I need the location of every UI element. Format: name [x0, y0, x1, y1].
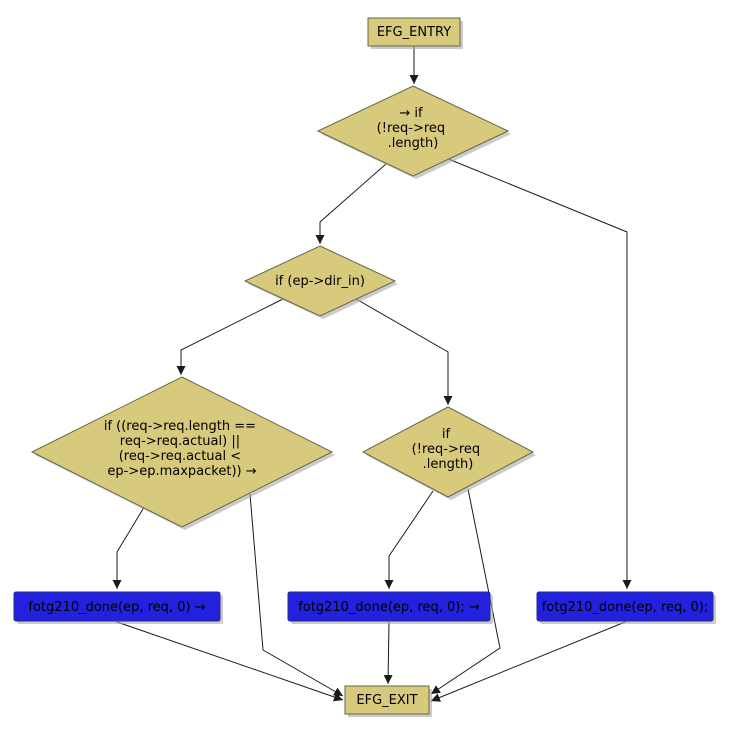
- node-cond4-line3: .length): [423, 457, 474, 472]
- node-exit-shape: [344, 685, 430, 715]
- node-exit: EFG_EXIT: [344, 685, 432, 717]
- edge-cond1-cond2: [315, 163, 387, 244]
- node-entry-shape: [367, 17, 461, 47]
- node-cond2-label: if (ep->dir_in): [275, 274, 365, 289]
- node-cond1-label: → if (!req->req .length): [377, 106, 450, 151]
- node-cond-req-length-right: if (!req->req .length): [361, 406, 536, 500]
- node-call-right: fotg210_done(ep, req, 0);: [536, 591, 716, 624]
- node-call-right-label: fotg210_done(ep, req, 0);: [542, 600, 709, 615]
- node-cond4-shape: [361, 406, 535, 498]
- node-cond3-label: if ((req->req.length == req->req.actual)…: [104, 419, 260, 479]
- node-cond-dir-in: if (ep->dir_in): [243, 245, 398, 319]
- node-call-left-label: fotg210_done(ep, req, 0) →: [28, 600, 205, 615]
- node-call-right-shape: [536, 591, 714, 622]
- edge-cond3-exit: [249, 493, 344, 697]
- edges-layer: [112, 46, 632, 702]
- edge-cond2-cond4: [350, 295, 453, 405]
- edge-cond2-cond3: [176, 295, 290, 375]
- node-entry-label: EFG_ENTRY: [377, 25, 451, 40]
- edge-call-left-exit: [116, 621, 344, 702]
- edge-call-mid-exit: [383, 621, 393, 685]
- edge-cond4-exit: [430, 488, 501, 695]
- node-cond4-line2: (!req->req: [412, 442, 481, 457]
- node-cond1-line3: .length): [388, 136, 439, 151]
- node-exit-label: EFG_EXIT: [356, 693, 417, 708]
- edge-cond4-call-mid: [384, 490, 434, 589]
- edge-cond3-call-left: [112, 503, 147, 589]
- node-entry: EFG_ENTRY: [367, 17, 463, 49]
- node-call-mid-label: fotg210_done(ep, req, 0); →: [298, 600, 480, 615]
- node-cond3-line2: req->req.actual) ||: [120, 434, 240, 449]
- node-call-mid: fotg210_done(ep, req, 0); →: [287, 591, 493, 624]
- node-cond3-shape: [30, 376, 334, 528]
- node-cond3-line3: (req->req.actual <: [119, 449, 241, 464]
- node-cond3-line1: if ((req->req.length ==: [104, 419, 256, 434]
- edge-call-right-exit: [430, 621, 626, 702]
- node-call-left-shape: [13, 591, 221, 622]
- edge-cond1-call-right: [445, 157, 632, 589]
- node-cond1-line1: → if: [399, 106, 423, 121]
- node-cond4-label: if (!req->req .length): [412, 427, 485, 472]
- node-call-mid-shape: [287, 591, 491, 622]
- node-cond3-line4: ep->ep.maxpacket)) →: [107, 464, 256, 479]
- node-cond-length-actual: if ((req->req.length == req->req.actual)…: [30, 376, 335, 530]
- node-cond-req-length-top: → if (!req->req .length): [316, 85, 511, 179]
- node-cond1-line2: (!req->req: [377, 121, 446, 136]
- node-call-left: fotg210_done(ep, req, 0) →: [13, 591, 223, 624]
- node-cond1-shape: [316, 85, 510, 177]
- node-cond4-line1: if: [442, 427, 451, 442]
- node-cond2-shape: [243, 245, 397, 317]
